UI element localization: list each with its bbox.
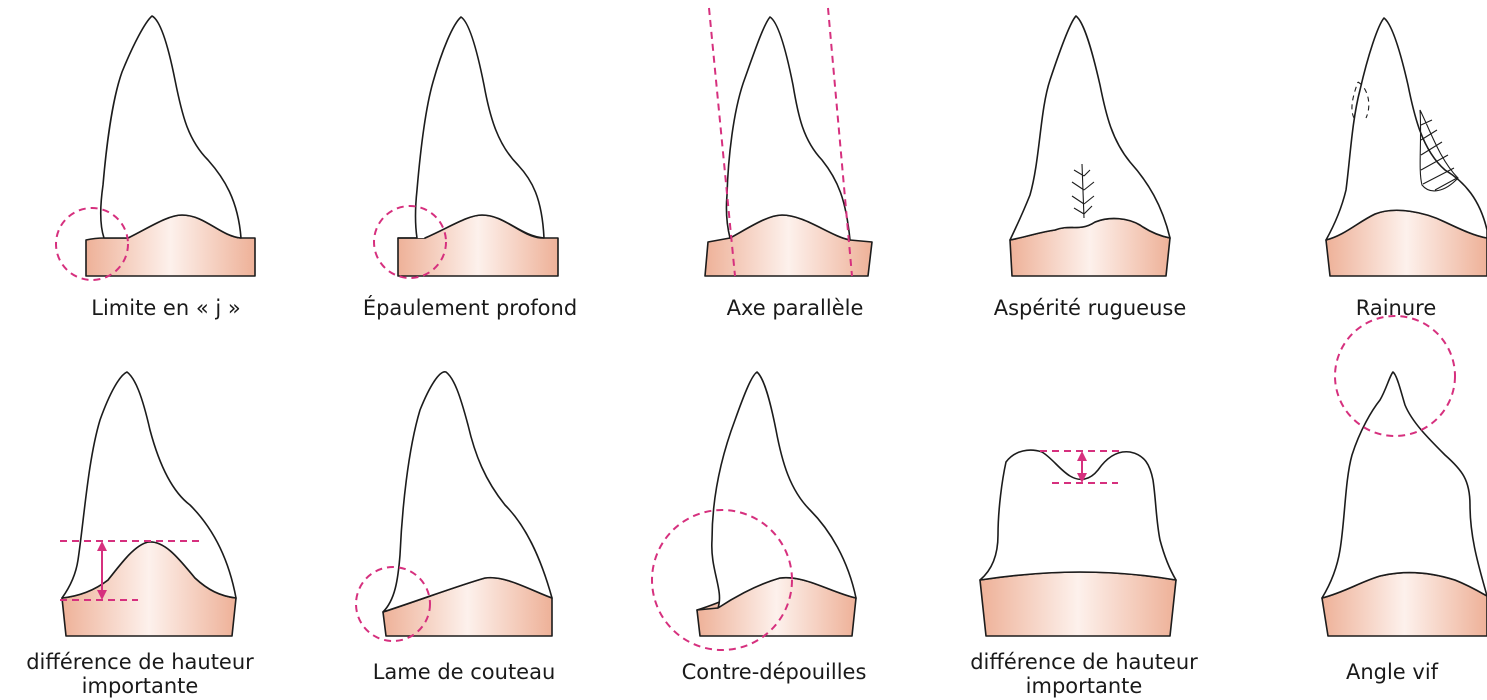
caption-difference-hauteur-1: différence de hauteur importante [6, 650, 274, 698]
tooth-figure-difference-hauteur-1 [60, 372, 236, 636]
tooth-figure-asperite-rugueuse [1010, 16, 1170, 276]
caption-line-2: importante [950, 674, 1218, 698]
caption-line-1: différence de hauteur [950, 650, 1218, 674]
tooth-figure-angle-vif [1322, 316, 1487, 636]
tooth-outline [383, 372, 552, 612]
tooth-figure-rainure [1326, 18, 1487, 276]
tooth-figure-limite-j [56, 16, 255, 280]
height-arrow-head-top [1077, 451, 1087, 461]
tooth-outline [101, 16, 241, 238]
tooth-figure-lame-de-couteau [356, 372, 552, 641]
caption-angle-vif: Angle vif [1322, 660, 1462, 684]
tooth-outline [1326, 18, 1487, 240]
caption-difference-hauteur-2: différence de hauteur importante [950, 650, 1218, 698]
gum-base [980, 572, 1176, 636]
caption-epaulement-profond: Épaulement profond [335, 296, 605, 320]
caption-rainure: Rainure [1336, 296, 1456, 320]
caption-axe-parallele: Axe parallèle [690, 296, 900, 320]
caption-line-2: importante [6, 674, 274, 698]
tooth-outline [697, 372, 856, 610]
tooth-figure-difference-hauteur-2 [980, 450, 1176, 636]
caption-contre-depouilles: Contre-dépouilles [654, 660, 894, 684]
tooth-outline [1322, 372, 1487, 598]
tooth-figure-axe-parallele [705, 8, 872, 276]
tooth-outline [398, 17, 544, 238]
caption-lame-de-couteau: Lame de couteau [354, 660, 574, 684]
tooth-outline [1010, 16, 1170, 240]
caption-limite-j: Limite en « j » [56, 296, 276, 320]
caption-asperite-rugueuse: Aspérité rugueuse [980, 296, 1200, 320]
tooth-outline [980, 450, 1176, 580]
caption-line-1: différence de hauteur [6, 650, 274, 674]
tooth-figure-epaulement-profond [374, 17, 558, 278]
tooth-figure-contre-depouilles [652, 372, 856, 650]
